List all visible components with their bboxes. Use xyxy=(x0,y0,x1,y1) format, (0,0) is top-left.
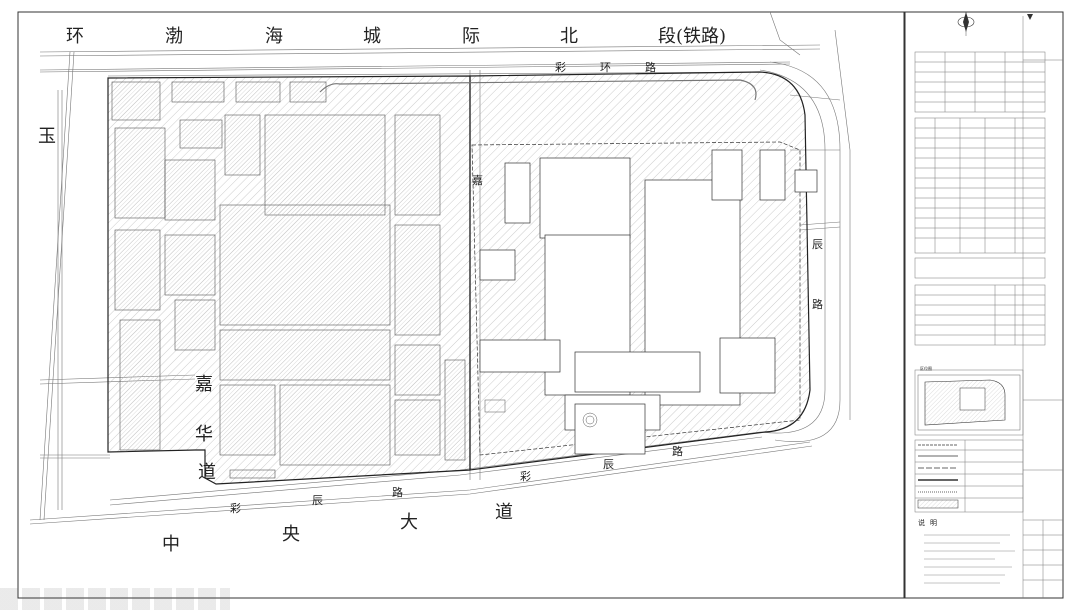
compass-icon xyxy=(957,12,975,36)
north-service-road xyxy=(319,79,757,101)
caichen-char-1: 彩 xyxy=(520,470,531,483)
caichen-south-char-3: 路 xyxy=(392,486,403,499)
location-map xyxy=(917,374,1021,431)
caichen-char-2: 辰 xyxy=(603,458,614,471)
rail-road-char-7: 段(铁路) xyxy=(658,26,727,47)
caichen-south-char-1: 彩 xyxy=(230,502,241,515)
zhongyang-char-4: 道 xyxy=(495,502,513,523)
east-buildings xyxy=(479,149,818,455)
chenyu-char-2: 路 xyxy=(812,298,823,311)
jia-inner-char: 嘉 xyxy=(472,174,483,187)
west-road-char: 玉 xyxy=(38,126,56,147)
rail-road-char-3: 海 xyxy=(265,26,283,47)
watermark xyxy=(0,588,230,610)
caichen-south-char-2: 辰 xyxy=(312,494,323,507)
legend-line-samples xyxy=(917,444,959,509)
jiahua-char-1: 嘉 xyxy=(195,374,213,395)
jiahua-char-2: 华 xyxy=(195,424,213,445)
caihuan-char-1: 彩 xyxy=(555,61,566,74)
plaza-feature xyxy=(484,399,598,428)
west-buildings xyxy=(111,81,466,479)
chenyu-char-1: 辰 xyxy=(812,238,823,251)
east-complex-boundary xyxy=(471,141,801,456)
notes-title-char-1: 说 xyxy=(918,520,925,527)
notes-title-char-2: 明 xyxy=(930,520,937,527)
info-panel-lines xyxy=(914,16,1063,598)
company-logo-icon xyxy=(1027,14,1033,20)
caichen-char-3: 路 xyxy=(672,445,683,458)
location-map-title: 区位图 xyxy=(920,366,932,371)
jiahua-char-3: 道 xyxy=(198,462,216,483)
rail-road-char-1: 环 xyxy=(66,26,84,47)
rail-road-char-5: 际 xyxy=(462,26,480,47)
zhongyang-char-2: 央 xyxy=(282,524,300,545)
rail-road-char-2: 渤 xyxy=(165,26,183,47)
caihuan-char-3: 路 xyxy=(645,61,656,74)
info-panel-frame xyxy=(904,11,1064,599)
rail-road-char-6: 北 xyxy=(560,26,578,47)
rail-road-char-4: 城 xyxy=(363,26,381,47)
drawing-frame xyxy=(17,11,905,599)
zhongyang-char-3: 大 xyxy=(400,512,418,533)
caihuan-char-2: 环 xyxy=(600,61,611,74)
zhongyang-char-1: 中 xyxy=(162,534,180,555)
